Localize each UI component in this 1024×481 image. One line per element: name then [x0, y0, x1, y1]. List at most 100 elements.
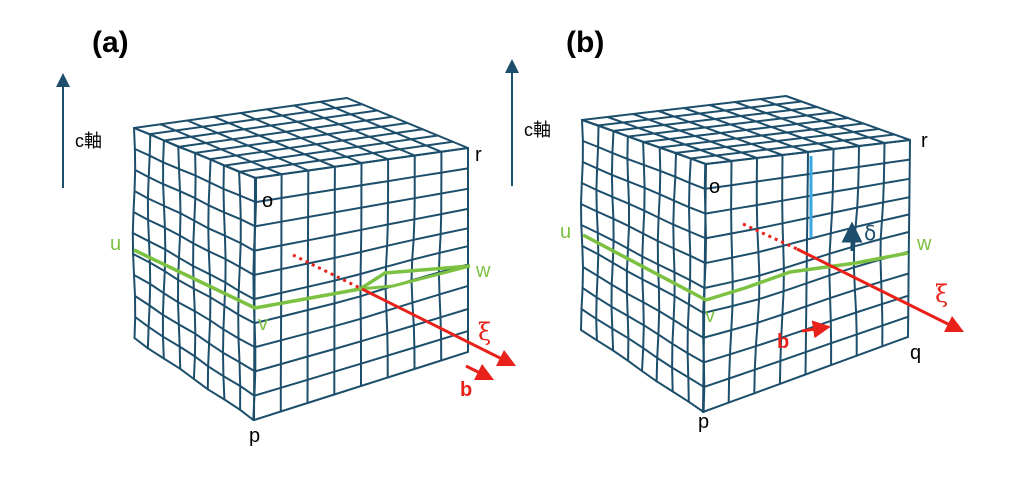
lattice-line — [581, 245, 705, 314]
c-axis-label-a: c軸 — [75, 131, 102, 151]
lattice-line — [582, 266, 705, 339]
lattice-line — [133, 127, 257, 179]
lattice-line — [134, 169, 257, 228]
lattice-line — [703, 250, 910, 314]
lattice-line — [703, 213, 911, 265]
lattice-line — [253, 284, 469, 349]
lattice-line — [410, 154, 416, 370]
lattice-line — [612, 106, 818, 132]
lattice-line — [266, 108, 390, 161]
lattice-line — [253, 187, 469, 228]
panel-a: (a) c軸 o r p u v w ξ b — [56, 26, 517, 447]
lattice-line — [384, 158, 390, 379]
lattice-line — [292, 104, 416, 157]
dislocation-line-dotted-b — [742, 222, 798, 251]
lattice-line — [704, 196, 911, 240]
lattice-line — [804, 151, 809, 376]
b-label-b: b — [777, 331, 789, 353]
point-o-a: o — [262, 190, 273, 212]
point-w-a: w — [475, 260, 491, 282]
lattice-line — [253, 207, 469, 252]
burgers-vector-arrow-b — [801, 320, 831, 339]
lattice-line — [134, 316, 256, 397]
point-r-a: r — [475, 144, 482, 166]
lattice-line — [581, 119, 707, 165]
point-q-b: q — [910, 342, 921, 364]
dislocation-line-dotted-a — [292, 253, 363, 291]
point-r-b: r — [921, 130, 928, 152]
lattice-line — [580, 308, 706, 389]
lattice-line — [133, 337, 255, 421]
lattice-line — [253, 245, 469, 300]
crystal-lattice-b — [580, 95, 911, 413]
lattice-line — [163, 109, 379, 142]
lattice-line — [705, 139, 911, 165]
lattice-line — [580, 203, 707, 265]
lattice-line — [580, 329, 705, 413]
lattice-line — [702, 315, 910, 389]
panel-b-label: (b) — [566, 26, 604, 59]
point-v-b: v — [705, 305, 715, 327]
crystal-lattice-a — [131, 97, 469, 421]
lattice-line — [581, 140, 706, 190]
lattice-line — [253, 167, 469, 204]
point-u-b: u — [560, 221, 571, 243]
lattice-line — [581, 287, 705, 364]
lattice-line — [785, 95, 911, 141]
lattice-line — [879, 142, 886, 348]
point-v-a: v — [258, 313, 268, 335]
lattice-line — [133, 274, 257, 349]
lattice-line — [704, 177, 911, 215]
xi-label-a: ξ — [478, 318, 491, 346]
point-p-a: p — [249, 425, 260, 447]
lattice-line — [643, 117, 849, 143]
lattice-line — [253, 227, 469, 276]
lattice-line — [319, 100, 443, 153]
lattice-line — [193, 122, 409, 154]
lattice-line — [702, 272, 910, 339]
lattice-line — [131, 232, 255, 300]
burgers-vector-arrow-a — [465, 363, 495, 381]
lattice-line — [253, 308, 469, 373]
point-p-b: p — [698, 411, 709, 433]
xi-label-b: ξ — [935, 280, 948, 308]
lattice-line — [132, 253, 256, 325]
lattice-line — [253, 350, 469, 421]
lattice-line — [132, 211, 255, 276]
dislocation-line-a — [361, 287, 517, 367]
lattice-line — [253, 330, 469, 397]
point-w-b: w — [916, 233, 932, 255]
lattice-line — [828, 148, 835, 367]
slip-line-a-kink — [359, 264, 471, 291]
point-u-a: u — [110, 233, 121, 255]
slip-line-b — [582, 233, 909, 302]
lattice-line — [346, 97, 469, 149]
dislocation-line-b — [796, 247, 965, 333]
lattice-line — [133, 148, 257, 204]
lattice-line — [133, 97, 348, 129]
lattice-line — [133, 190, 255, 252]
lattice-line — [704, 158, 911, 190]
lattice-line — [703, 230, 910, 289]
lattice-line — [134, 295, 257, 373]
lattice-line — [178, 115, 394, 148]
lattice-line — [627, 111, 834, 138]
lattice-line — [852, 145, 860, 357]
lattice-line — [581, 161, 707, 215]
lattice-line — [580, 182, 707, 240]
lattice-line — [580, 224, 706, 289]
lattice-line — [581, 95, 787, 121]
b-label-a: b — [460, 379, 472, 401]
lattice-line — [708, 104, 835, 150]
c-axis-label-b: c軸 — [524, 120, 551, 140]
lattice-line — [907, 139, 911, 338]
lattice-line — [759, 98, 886, 144]
delta-label: δ — [864, 221, 876, 245]
panel-b: (b) c軸 o r p q u v w ξ b δ — [505, 26, 965, 433]
lattice-line — [702, 335, 909, 413]
lattice-line — [148, 103, 364, 136]
lattice-line — [734, 101, 860, 147]
lattice-line — [596, 100, 803, 127]
panel-a-label: (a) — [92, 26, 129, 59]
